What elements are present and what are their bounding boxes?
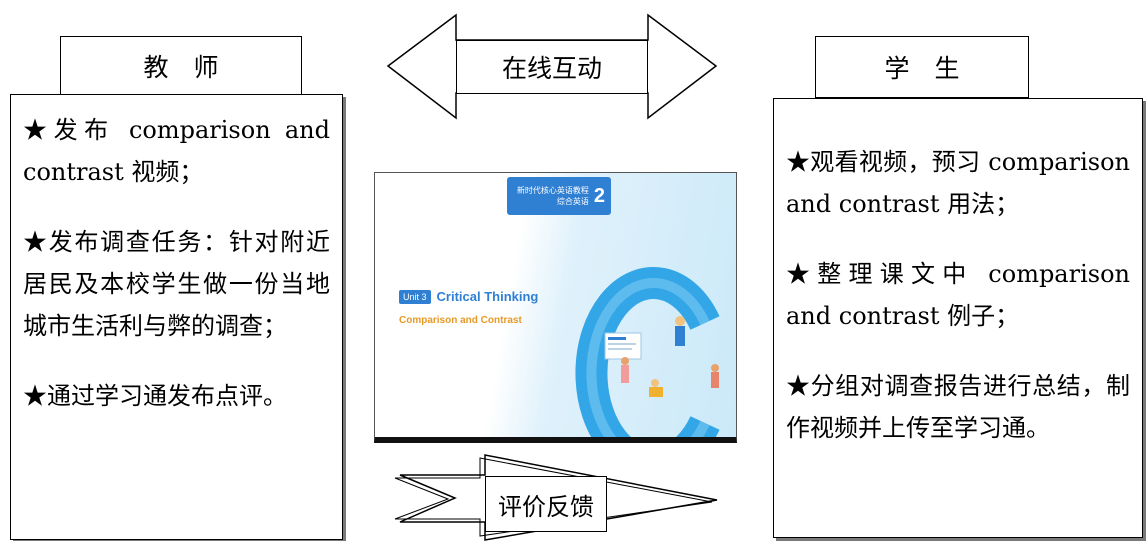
slide-title: Critical Thinking bbox=[436, 289, 539, 304]
feedback-label: 评价反馈 bbox=[485, 476, 607, 532]
teacher-box: ★发布 comparison and contrast 视频； ★发布调查任务：… bbox=[10, 94, 343, 540]
teacher-item: ★发布调查任务：针对附近居民及本校学生做一份当地城市生活利与弊的调查； bbox=[23, 228, 330, 340]
badge-text: 综合英语 bbox=[556, 197, 589, 206]
unit-tag: Unit 3 bbox=[399, 289, 431, 304]
slide-subtitle: Comparison and Contrast bbox=[399, 315, 522, 326]
textbook-badge: 新时代核心英语教程 综合英语 2 bbox=[507, 177, 611, 215]
student-box: ★观看视频，预习 comparison and contrast 用法； ★整理… bbox=[773, 98, 1143, 538]
student-item: ★观看视频，预习 comparison and contrast 用法； bbox=[786, 148, 1130, 218]
course-slide-image: 新时代核心英语教程 综合英语 2 Unit 3 Critical Thinkin… bbox=[374, 172, 737, 443]
badge-number: 2 bbox=[593, 184, 605, 207]
teacher-item: ★通过学习通发布点评。 bbox=[23, 382, 287, 410]
student-item: ★分组对调查报告进行总结，制作视频并上传至学习通。 bbox=[786, 372, 1130, 442]
student-header: 学 生 bbox=[815, 36, 1029, 98]
teacher-item: ★发布 comparison and contrast 视频； bbox=[23, 116, 330, 186]
online-interaction-label: 在线互动 bbox=[456, 40, 648, 94]
slide-illustration bbox=[575, 267, 720, 437]
student-item: ★整理课文中 comparison and contrast 例子； bbox=[786, 260, 1130, 330]
badge-text: 新时代核心英语教程 bbox=[516, 186, 589, 195]
teacher-header: 教 师 bbox=[60, 36, 302, 96]
feedback-arrow-inner bbox=[394, 457, 713, 537]
